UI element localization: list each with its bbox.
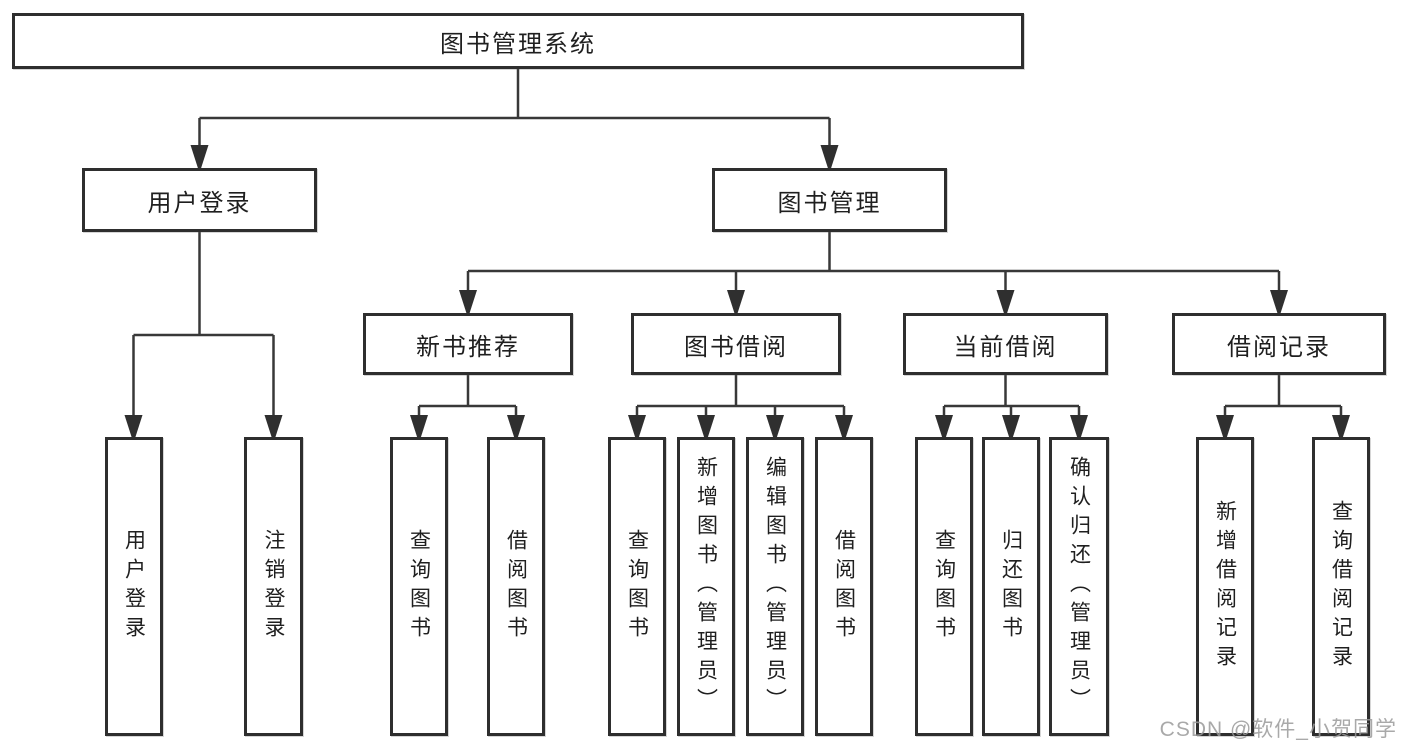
leaf-records-query-record: 查询借阅记录 — [1312, 437, 1370, 736]
node-book-management-label: 图书管理 — [777, 189, 882, 217]
leaf-current-confirm-return-admin: 确认归还（管理员） — [1049, 437, 1109, 736]
leaf-current-confirm-return-admin-label: 确认归还（管理员） — [1067, 456, 1091, 717]
leaf-borrowing-add-books-admin: 新增图书（管理员） — [677, 437, 735, 736]
tree-branch-lines — [132, 69, 1343, 416]
leaf-recommend-borrow-books: 借阅图书 — [487, 437, 545, 736]
node-new-book-recommend: 新书推荐 — [363, 313, 573, 375]
node-root: 图书管理系统 — [12, 13, 1024, 69]
leaf-recommend-borrow-books-label: 借阅图书 — [504, 528, 528, 645]
node-user-login-label: 用户登录 — [147, 189, 252, 217]
leaf-borrowing-edit-books-admin: 编辑图书（管理员） — [746, 437, 804, 736]
node-book-management: 图书管理 — [712, 168, 947, 232]
node-user-login: 用户登录 — [82, 168, 317, 232]
arrowhead-icons — [124, 145, 1350, 443]
leaf-borrowing-edit-books-admin-label: 编辑图书（管理员） — [763, 456, 787, 717]
leaf-recommend-query-books-label: 查询图书 — [407, 528, 431, 645]
node-borrow-records-label: 借阅记录 — [1227, 333, 1331, 361]
leaf-current-return-books: 归还图书 — [982, 437, 1040, 736]
leaf-borrowing-query-books-label: 查询图书 — [625, 528, 649, 645]
leaf-borrowing-query-books: 查询图书 — [608, 437, 666, 736]
node-book-borrowing: 图书借阅 — [631, 313, 841, 375]
leaf-borrowing-add-books-admin-label: 新增图书（管理员） — [694, 456, 718, 717]
leaf-recommend-query-books: 查询图书 — [390, 437, 448, 736]
leaf-records-add-record-label: 新增借阅记录 — [1213, 499, 1237, 674]
leaf-borrowing-borrow-books: 借阅图书 — [815, 437, 873, 736]
node-current-borrowing-label: 当前借阅 — [953, 333, 1058, 361]
leaf-logout-label: 注销登录 — [262, 528, 285, 645]
leaf-current-query-books: 查询图书 — [915, 437, 973, 736]
leaf-records-query-record-label: 查询借阅记录 — [1329, 499, 1353, 674]
leaf-current-return-books-label: 归还图书 — [999, 528, 1023, 645]
node-current-borrowing: 当前借阅 — [903, 313, 1108, 375]
leaf-current-query-books-label: 查询图书 — [932, 528, 956, 645]
node-new-book-recommend-label: 新书推荐 — [416, 333, 520, 361]
node-root-label: 图书管理系统 — [440, 30, 596, 58]
csdn-watermark: CSDN @软件_小贺同学 — [1159, 718, 1397, 741]
leaf-logout: 注销登录 — [244, 437, 303, 736]
leaf-borrowing-borrow-books-label: 借阅图书 — [832, 528, 856, 645]
leaf-user-login: 用户登录 — [105, 437, 163, 736]
node-book-borrowing-label: 图书借阅 — [684, 333, 788, 361]
leaf-records-add-record: 新增借阅记录 — [1196, 437, 1254, 736]
leaf-user-login-label: 用户登录 — [122, 528, 146, 645]
node-borrow-records: 借阅记录 — [1172, 313, 1386, 375]
